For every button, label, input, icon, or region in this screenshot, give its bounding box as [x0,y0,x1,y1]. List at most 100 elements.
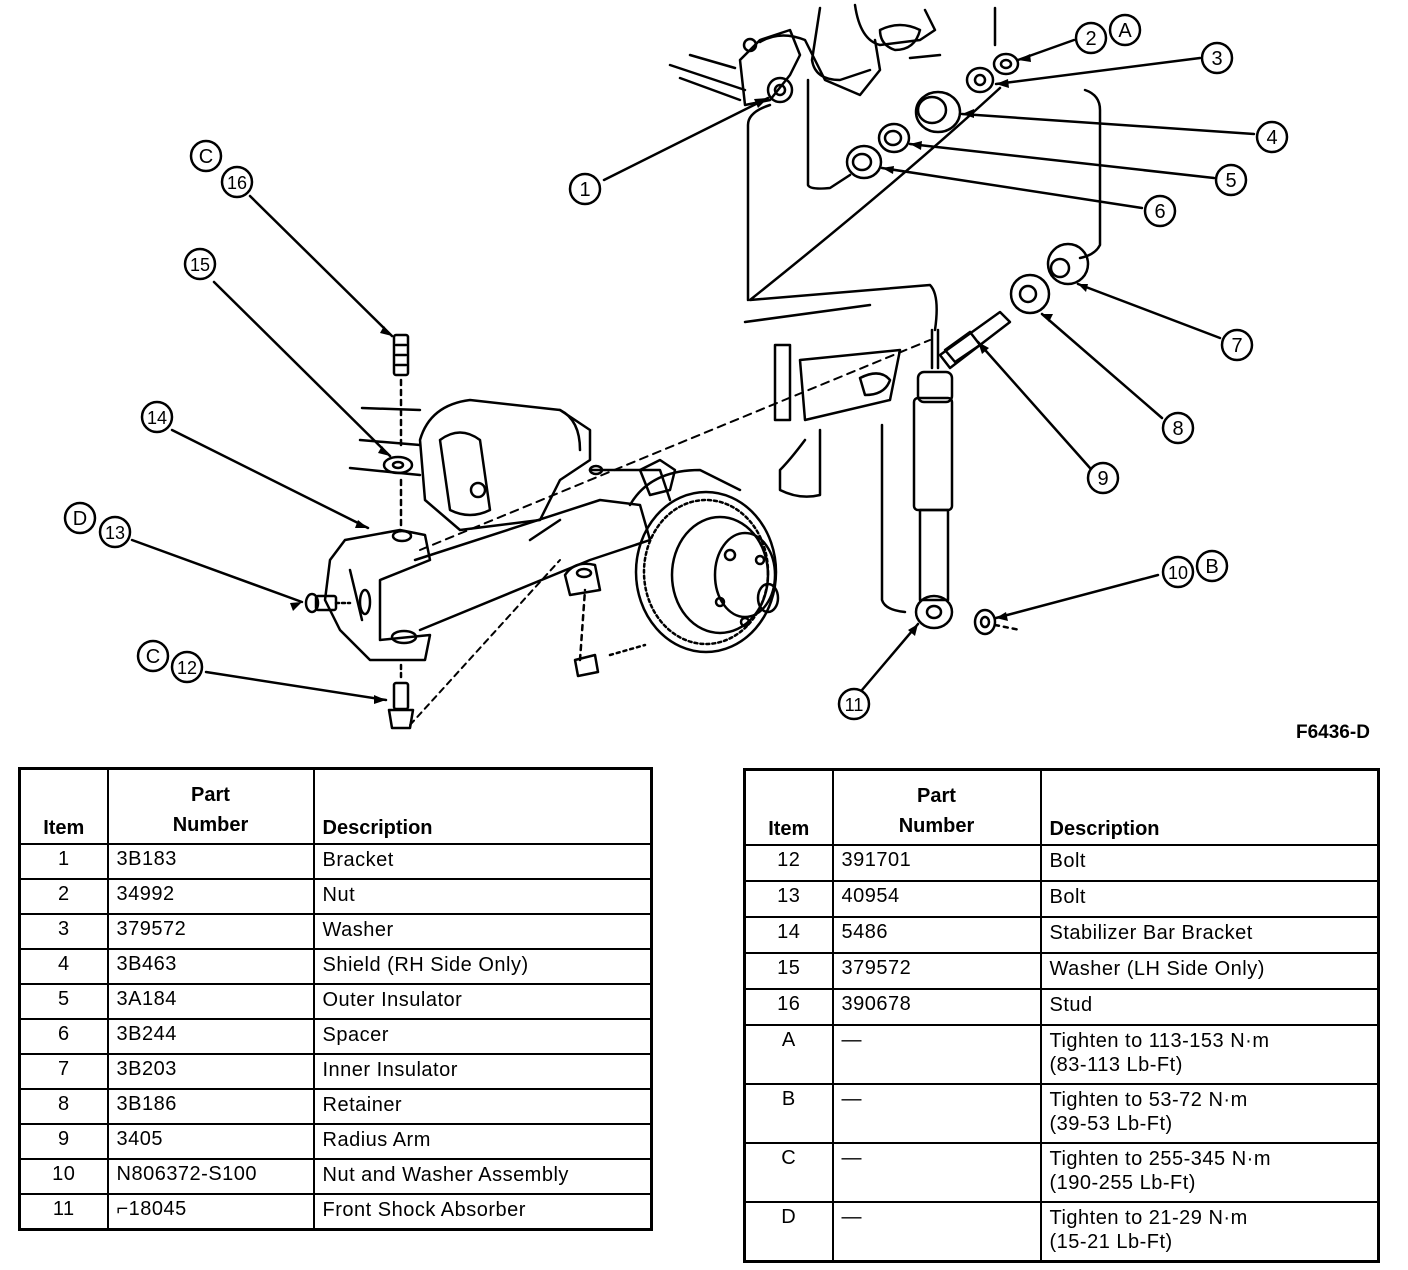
inner-insulator-part [1046,242,1090,286]
callout-d: D [73,508,87,530]
cell-part-number: 3405 [106,1123,315,1160]
cell-item: 16 [743,988,834,1026]
cell-description: Tighten to 113-153 N·m (83-113 Lb-Ft) [1039,1024,1380,1085]
table-row: D—Tighten to 21-29 N·m (15-21 Lb-Ft) [743,1201,1380,1263]
cell-part-number: — [831,1142,1042,1203]
callout-13: 13 [105,523,125,543]
cell-description: Tighten to 21-29 N·m (15-21 Lb-Ft) [1039,1201,1380,1263]
stud-part [392,333,410,452]
leader-11 [860,622,920,692]
cell-item: D [743,1201,834,1263]
leader-7 [1076,282,1222,340]
leader-5 [908,142,1216,180]
cell-part-number: 3B186 [106,1088,315,1125]
nut-washer-assembly-part [973,608,1022,636]
callout-9: 9 [1097,468,1108,490]
cell-item: 15 [743,952,834,990]
callout-3: 3 [1211,48,1222,70]
header-description: Description [312,767,653,845]
cell-item: 12 [743,844,834,882]
cell-item: 3 [18,913,109,950]
header-part-number: Part Number [106,767,315,845]
leader-15 [212,280,392,458]
stab-washer-part [382,455,414,527]
cell-part-number: 5486 [831,916,1042,954]
cell-description: Spacer [312,1018,653,1055]
callout-12: 12 [177,658,197,678]
cell-description: Washer (LH Side Only) [1039,952,1380,990]
cell-item: 10 [18,1158,109,1195]
cell-description: Nut [312,878,653,915]
cell-part-number: 379572 [106,913,315,950]
leader-8 [1040,312,1164,420]
retainer-part [1009,273,1051,315]
callout-a: A [1118,20,1132,42]
cell-part-number: 34992 [106,878,315,915]
leader-4 [960,112,1256,136]
nut-part [992,52,1020,76]
frame-bracket [668,3,997,302]
cell-item: 2 [18,878,109,915]
cell-part-number: — [831,1024,1042,1085]
leader-9 [976,340,1092,470]
leader-14 [170,428,370,530]
cell-description: Nut and Washer Assembly [312,1158,653,1195]
cell-item: 9 [18,1123,109,1160]
callout-7: 7 [1231,335,1242,357]
callout-b: B [1205,556,1218,578]
cell-part-number: 391701 [831,844,1042,882]
shield-part [914,90,962,134]
cell-item: 5 [18,983,109,1020]
differential-housing [348,398,592,532]
cell-part-number: 3B203 [106,1053,315,1090]
callout-1: 1 [579,179,590,201]
cell-item: 1 [18,843,109,880]
cell-part-number: 379572 [831,952,1042,990]
cell-item: 14 [743,916,834,954]
cell-description: Stabilizer Bar Bracket [1039,916,1380,954]
table-header-row: Item Part Number Description [743,768,1380,846]
table-row: A—Tighten to 113-153 N·m (83-113 Lb-Ft) [743,1024,1380,1085]
cell-part-number: 390678 [831,988,1042,1026]
cell-item: 13 [743,880,834,918]
callout-14: 14 [147,408,167,428]
cell-item: 6 [18,1018,109,1055]
cell-description: Bolt [1039,880,1380,918]
cell-description: Retainer [312,1088,653,1125]
callout-8: 8 [1172,418,1183,440]
stabilizer-bar-bracket-part [323,528,432,662]
exploded-suspension-diagram: 1 2 A 3 4 5 6 7 8 9 10 B 11 C 12 D 13 14… [63,3,1289,730]
callout-11: 11 [845,695,864,715]
cell-part-number: ⌐18045 [106,1193,315,1231]
table-header-row: Item Part Number Description [18,767,653,845]
cell-description: Stud [1039,988,1380,1026]
cell-part-number: 40954 [831,880,1042,918]
cell-item: 11 [18,1193,109,1231]
table-row: B—Tighten to 53-72 N·m (39-53 Lb-Ft) [743,1083,1380,1144]
cell-description: Inner Insulator [312,1053,653,1090]
cell-description: Radius Arm [312,1123,653,1160]
cell-description: Tighten to 255-345 N·m (190-255 Lb-Ft) [1039,1142,1380,1203]
header-description: Description [1039,768,1380,846]
washer-part [965,66,995,94]
header-item: Item [18,767,109,845]
callout-5: 5 [1225,170,1236,192]
leader-13 [130,538,304,604]
bolt-12-part [387,663,415,730]
cell-item: 8 [18,1088,109,1125]
